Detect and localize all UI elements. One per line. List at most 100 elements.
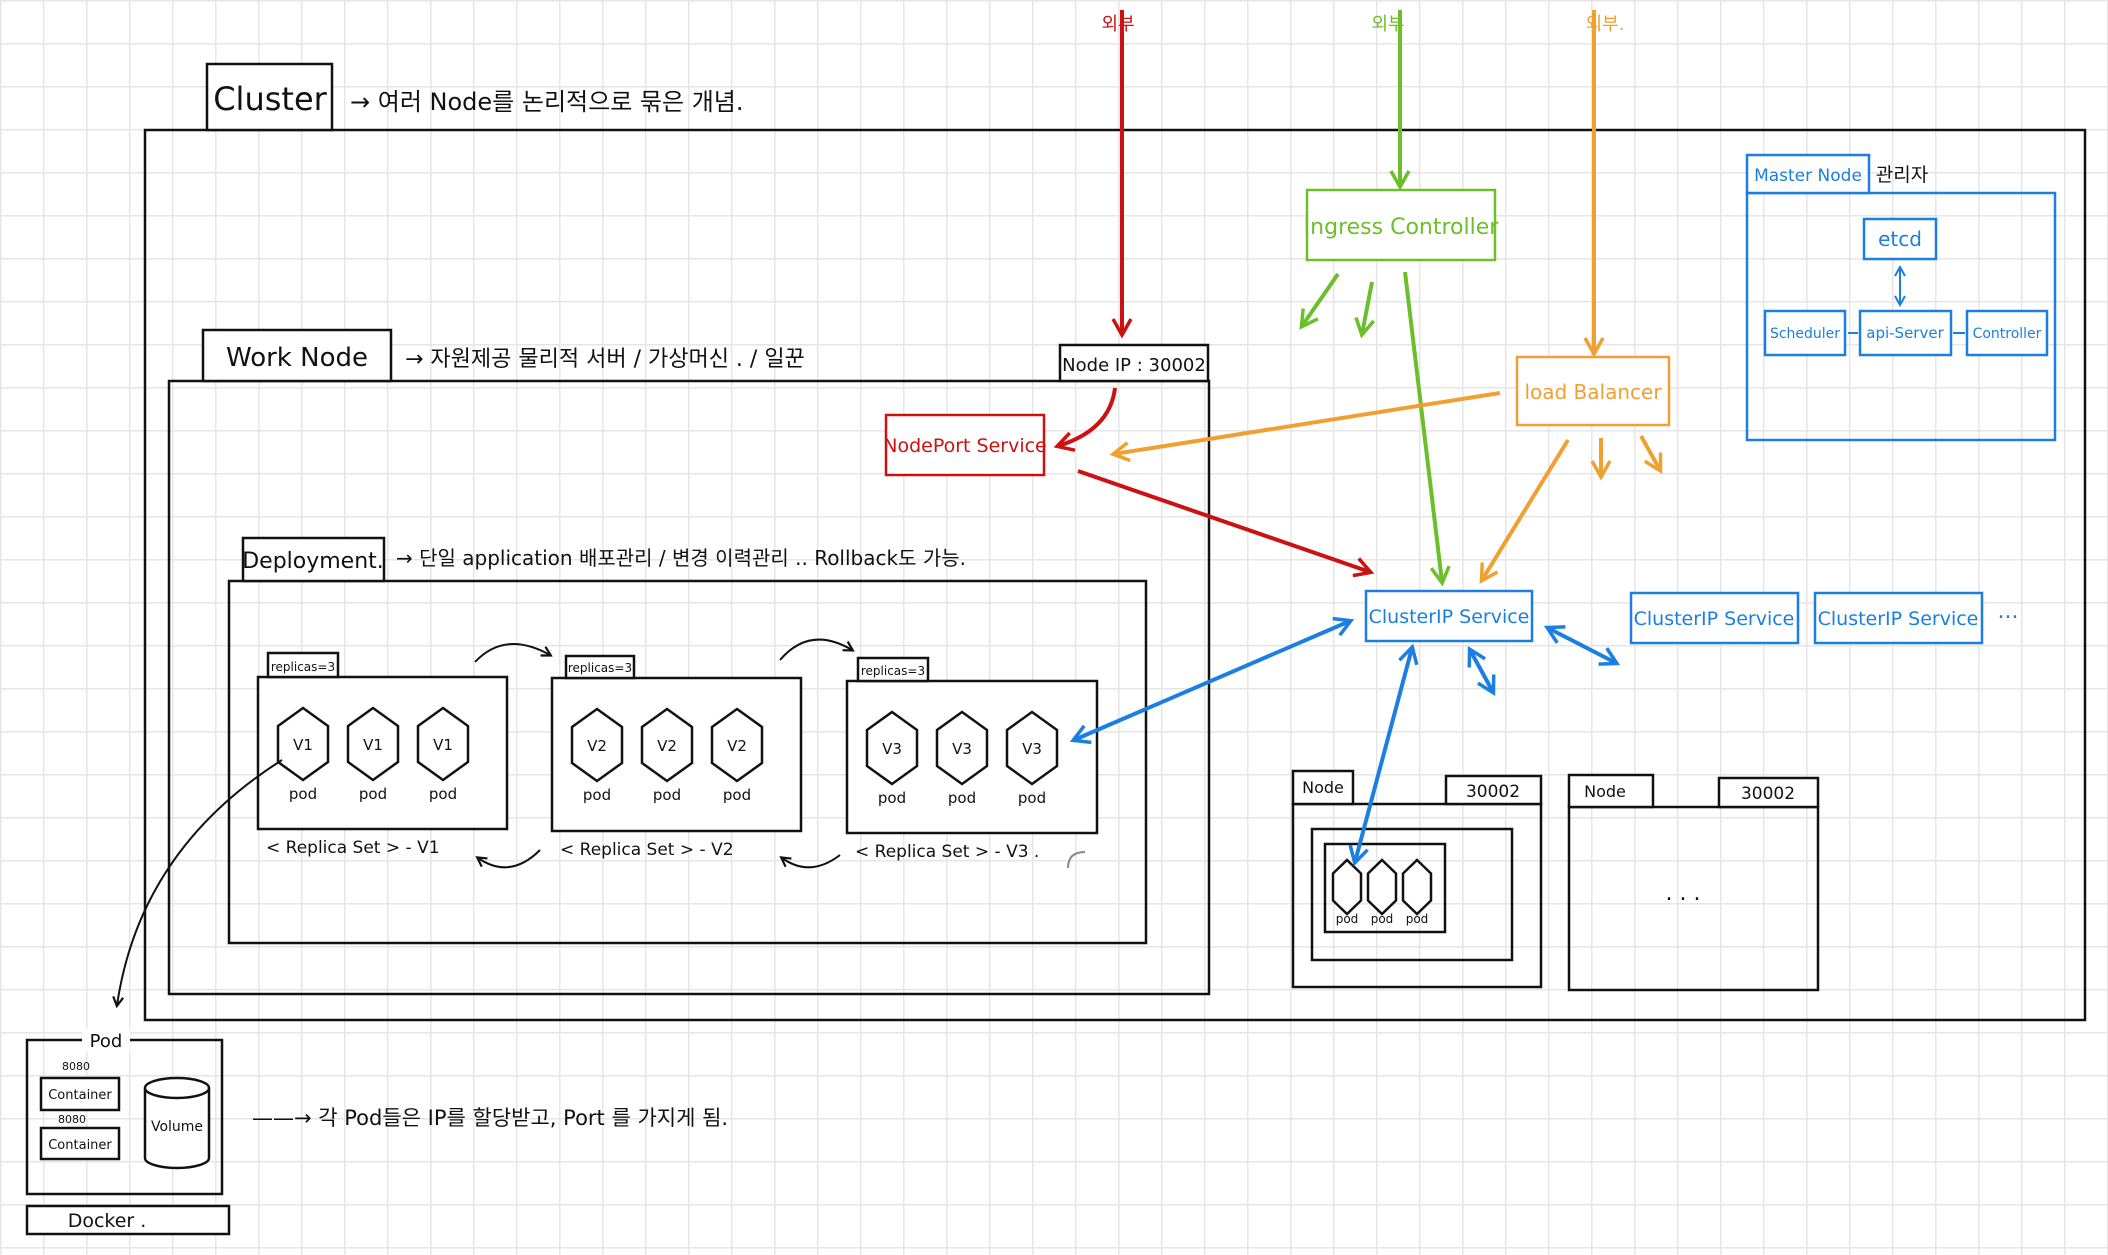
node-pod-label: pod xyxy=(1406,912,1429,926)
node-pod-2: pod xyxy=(1366,858,1398,926)
node-pod-hexagon xyxy=(1366,858,1398,916)
node-pod-label: pod xyxy=(1371,912,1394,926)
external-label-green: 외부 xyxy=(1371,14,1404,35)
pod-label: pod xyxy=(723,786,751,804)
stray-mark xyxy=(1067,851,1086,869)
pod-hexagon xyxy=(640,707,694,783)
node-pod-1: pod xyxy=(1331,858,1363,926)
deployment-tab-label: Deployment. xyxy=(242,549,384,574)
pod-version-label: V3 xyxy=(1022,740,1042,758)
rollout-arrows xyxy=(474,638,1086,869)
pod-detail-note: ——→ 각 Pod들은 IP를 할당받고, Port 를 가지게 됨. xyxy=(252,1106,728,1130)
work-node-tab-label: Work Node xyxy=(226,343,368,373)
deployment-tab xyxy=(241,536,386,583)
pod-2-1: V2 pod xyxy=(570,707,624,804)
node-1-tab-label: Node xyxy=(1302,778,1344,797)
replica-count-tab xyxy=(564,654,636,680)
pod-to-detail-arrow xyxy=(117,759,283,1005)
node-pod-hexagon xyxy=(1331,858,1363,916)
cluster-ip-service-2-box xyxy=(1629,591,1800,645)
pod-label: pod xyxy=(583,786,611,804)
container-2-box xyxy=(39,1126,121,1161)
volume-cylinder xyxy=(143,1076,211,1170)
node-1-tab xyxy=(1291,769,1355,806)
container-1-box xyxy=(39,1076,121,1112)
nodeport-service-box xyxy=(884,413,1046,477)
master-node-note: 관리자 xyxy=(1876,164,1928,186)
controller-label: Controller xyxy=(1973,326,2042,342)
node-2-port-label: 30002 xyxy=(1741,784,1795,804)
pod-hexagon xyxy=(570,707,624,783)
clusterip-to-v3-pod-arrow xyxy=(1069,616,1355,745)
api-server-label: api-Server xyxy=(1866,324,1944,342)
node-2-box xyxy=(1567,805,1820,992)
rollback-arrow-v2-v1 xyxy=(478,849,541,869)
node-1-port-label: 30002 xyxy=(1466,782,1520,802)
cluster: Cluster → 여러 Node를 논리적으로 묶은 개념. xyxy=(143,62,2087,1022)
cluster-ip-service-3-box xyxy=(1813,591,1984,645)
pod-hexagon xyxy=(346,706,400,782)
load-balancer: load Balancer xyxy=(1515,355,1671,427)
external-label-orange: 외부. xyxy=(1586,14,1625,35)
ingress-out-arrow-1 xyxy=(1299,272,1340,330)
master-node-tab-label: Master Node xyxy=(1754,166,1862,186)
pod-hexagon xyxy=(710,707,764,783)
node-ip-tab xyxy=(1058,343,1210,383)
ingress-label: Ingress Controller xyxy=(1304,215,1500,240)
cluster-ip-service-2-label: ClusterIP Service xyxy=(1634,608,1795,630)
nodeport-service: NodePort Service xyxy=(883,413,1047,477)
node-pod-3: pod xyxy=(1401,858,1433,926)
cluster-ip-service-main-box xyxy=(1364,589,1534,643)
node-2-port-tab xyxy=(1717,776,1820,809)
cluster-ip-service-3-label: ClusterIP Service xyxy=(1818,608,1979,630)
pod-label: pod xyxy=(359,785,387,803)
scheduler-box xyxy=(1763,309,1847,357)
load-balancer-to-clusterip-arrow xyxy=(1479,438,1570,584)
node-pod-label: pod xyxy=(1336,912,1359,926)
pod-version-label: V2 xyxy=(657,737,677,755)
cluster-tab xyxy=(205,62,334,132)
cluster-ip-service-main-label: ClusterIP Service xyxy=(1369,606,1530,628)
rollback-arrow-v3-v2 xyxy=(782,854,841,869)
replica-count-tab xyxy=(266,651,340,679)
pod-hexagon xyxy=(865,710,919,786)
ingress-box xyxy=(1305,188,1497,262)
docker-label: Docker . xyxy=(68,1210,147,1232)
clusterip-out-arrow xyxy=(1467,645,1496,697)
container-2-label: Container xyxy=(48,1138,112,1153)
master-node-box xyxy=(1745,191,2057,442)
pod-port-2: 8080 xyxy=(58,1113,86,1126)
pod-version-label: V2 xyxy=(587,737,607,755)
node-2-tab-label: Node xyxy=(1584,782,1626,801)
pod-detail-title: Pod xyxy=(90,1031,123,1052)
work-node-tab xyxy=(201,328,393,383)
cluster-note: → 여러 Node를 논리적으로 묶은 개념. xyxy=(350,88,743,116)
node-ip-label: Node IP : 30002 xyxy=(1062,355,1206,376)
ingress-controller: Ingress Controller xyxy=(1304,188,1500,262)
pod-hexagon xyxy=(276,706,330,782)
rollout-arrow-v2-v3 xyxy=(779,638,852,661)
replica-count-label: replicas=3 xyxy=(271,660,335,674)
replica-set-caption: < Replica Set > - V3 . xyxy=(855,842,1039,862)
work-node-note: → 자원제공 물리적 서버 / 가상머신 . / 일꾼 xyxy=(405,347,805,372)
controller-box xyxy=(1965,309,2049,357)
container-1-label: Container xyxy=(48,1088,112,1103)
cluster-tab-label: Cluster xyxy=(213,80,327,118)
etcd-box xyxy=(1862,217,1938,261)
cluster-ip-ellipsis: ... xyxy=(1998,599,2019,624)
replica-count-label: replicas=3 xyxy=(861,664,925,678)
pod-port-1: 8080 xyxy=(62,1060,90,1073)
nodeport-to-clusterip-arrow xyxy=(1077,469,1375,578)
load-balancer-out-arrow-2 xyxy=(1639,435,1663,474)
node-2: Node 30002 . . . xyxy=(1567,773,1820,992)
pod-version-label: V3 xyxy=(952,740,972,758)
